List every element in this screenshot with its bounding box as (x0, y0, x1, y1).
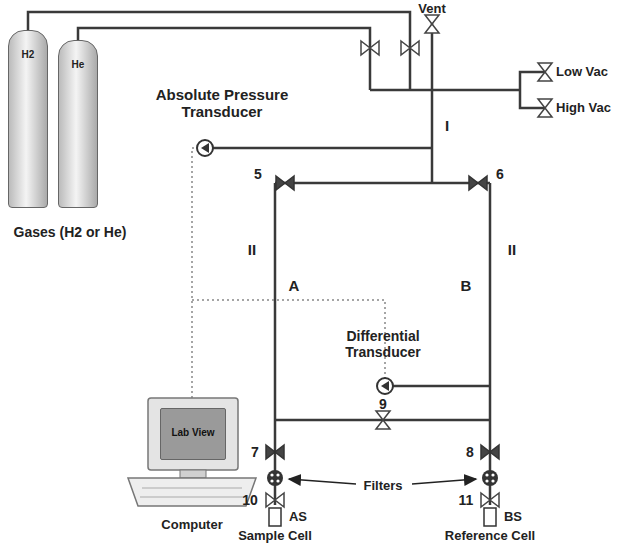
volume-label: B (461, 277, 472, 294)
valves (266, 15, 552, 507)
pipes (28, 12, 545, 505)
transducer-label: Absolute Pressure Transducer (147, 86, 297, 121)
cell-label: BS (504, 510, 522, 525)
cell-label: AS (289, 510, 307, 525)
volume-label: A (289, 277, 300, 294)
gas-label: Gases (H2 or He) (14, 224, 127, 240)
section-label: I (445, 117, 449, 134)
valve-number: 11 (459, 492, 474, 508)
computer-icon (128, 398, 256, 506)
node-text: He (72, 59, 85, 70)
section-label: II (248, 241, 256, 258)
node-text: Lab View (171, 427, 214, 438)
valve-number: 10 (242, 492, 258, 508)
section-label: II (508, 241, 516, 258)
valve-number: 7 (251, 444, 259, 460)
vacuum-label: High Vac (556, 101, 611, 116)
gas-cylinder: He (58, 40, 98, 208)
node-text: H2 (22, 49, 35, 60)
vacuum-label: Low Vac (556, 65, 608, 80)
cells (269, 508, 496, 526)
transducer-label: Differential Transducer (328, 328, 438, 360)
signal-lines (192, 148, 385, 398)
valve-number: 9 (379, 396, 387, 412)
valve-number: 5 (254, 166, 262, 182)
filter-label: Filters (363, 479, 402, 494)
cell-label: Sample Cell (238, 529, 312, 544)
gas-cylinder: H2 (8, 30, 48, 208)
cell-label: Reference Cell (445, 529, 535, 544)
valve-number: 6 (496, 166, 504, 182)
computer-screen: Lab View (160, 408, 226, 460)
vent-label: Vent (418, 2, 445, 17)
computer-label: Computer (161, 518, 222, 533)
valve-number: 8 (466, 444, 474, 460)
